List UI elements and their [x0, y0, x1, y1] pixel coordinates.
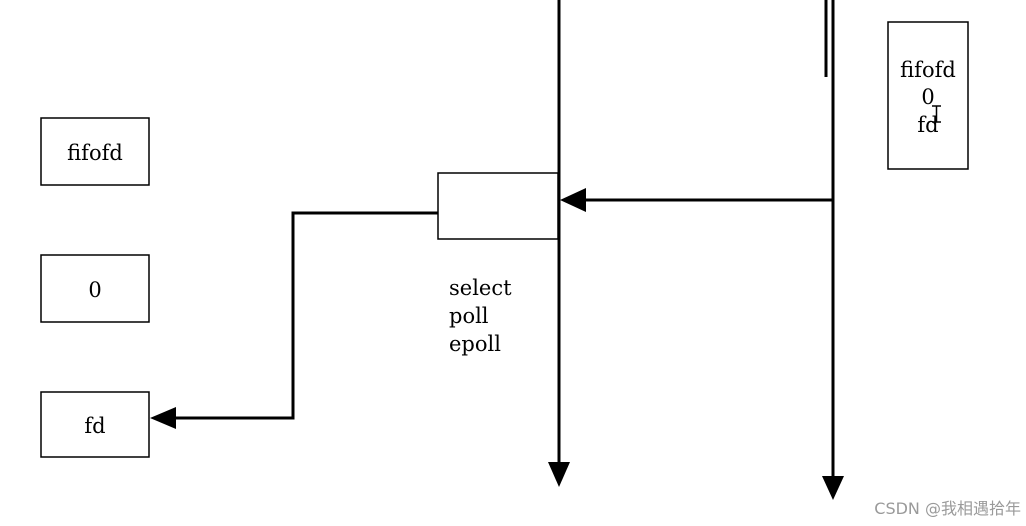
right-timeline-arrowhead: [822, 476, 844, 500]
syscall-label-poll: poll: [449, 304, 489, 328]
syscall-label-epoll: epoll: [449, 332, 501, 356]
syscall-labels: select poll epoll: [449, 276, 512, 356]
syscall-to-fd-connector: [175, 211, 438, 420]
right-panel-box: fifofd 0 fd: [887, 21, 969, 170]
left-box-fd-label: fd: [84, 414, 105, 438]
notify-arrowhead: [560, 188, 586, 212]
left-box-fifofd-label: fifofd: [67, 141, 123, 165]
fd-arrowhead: [150, 407, 176, 429]
left-box-fd: fd: [40, 391, 150, 458]
syscall-box: [437, 172, 559, 240]
left-box-zero: 0: [40, 254, 150, 323]
right-panel-label-fd: fd: [917, 113, 938, 137]
right-panel-label-fifofd: fifofd: [900, 58, 956, 82]
right-panel-label-zero: 0: [921, 85, 934, 109]
watermark: CSDN @我相遇拾年: [874, 499, 1021, 518]
left-box-fifofd: fifofd: [40, 117, 150, 186]
syscall-label-select: select: [449, 276, 512, 300]
middle-timeline-arrowhead: [548, 462, 570, 487]
text-cursor-icon: [932, 105, 941, 123]
left-box-zero-label: 0: [88, 278, 101, 302]
